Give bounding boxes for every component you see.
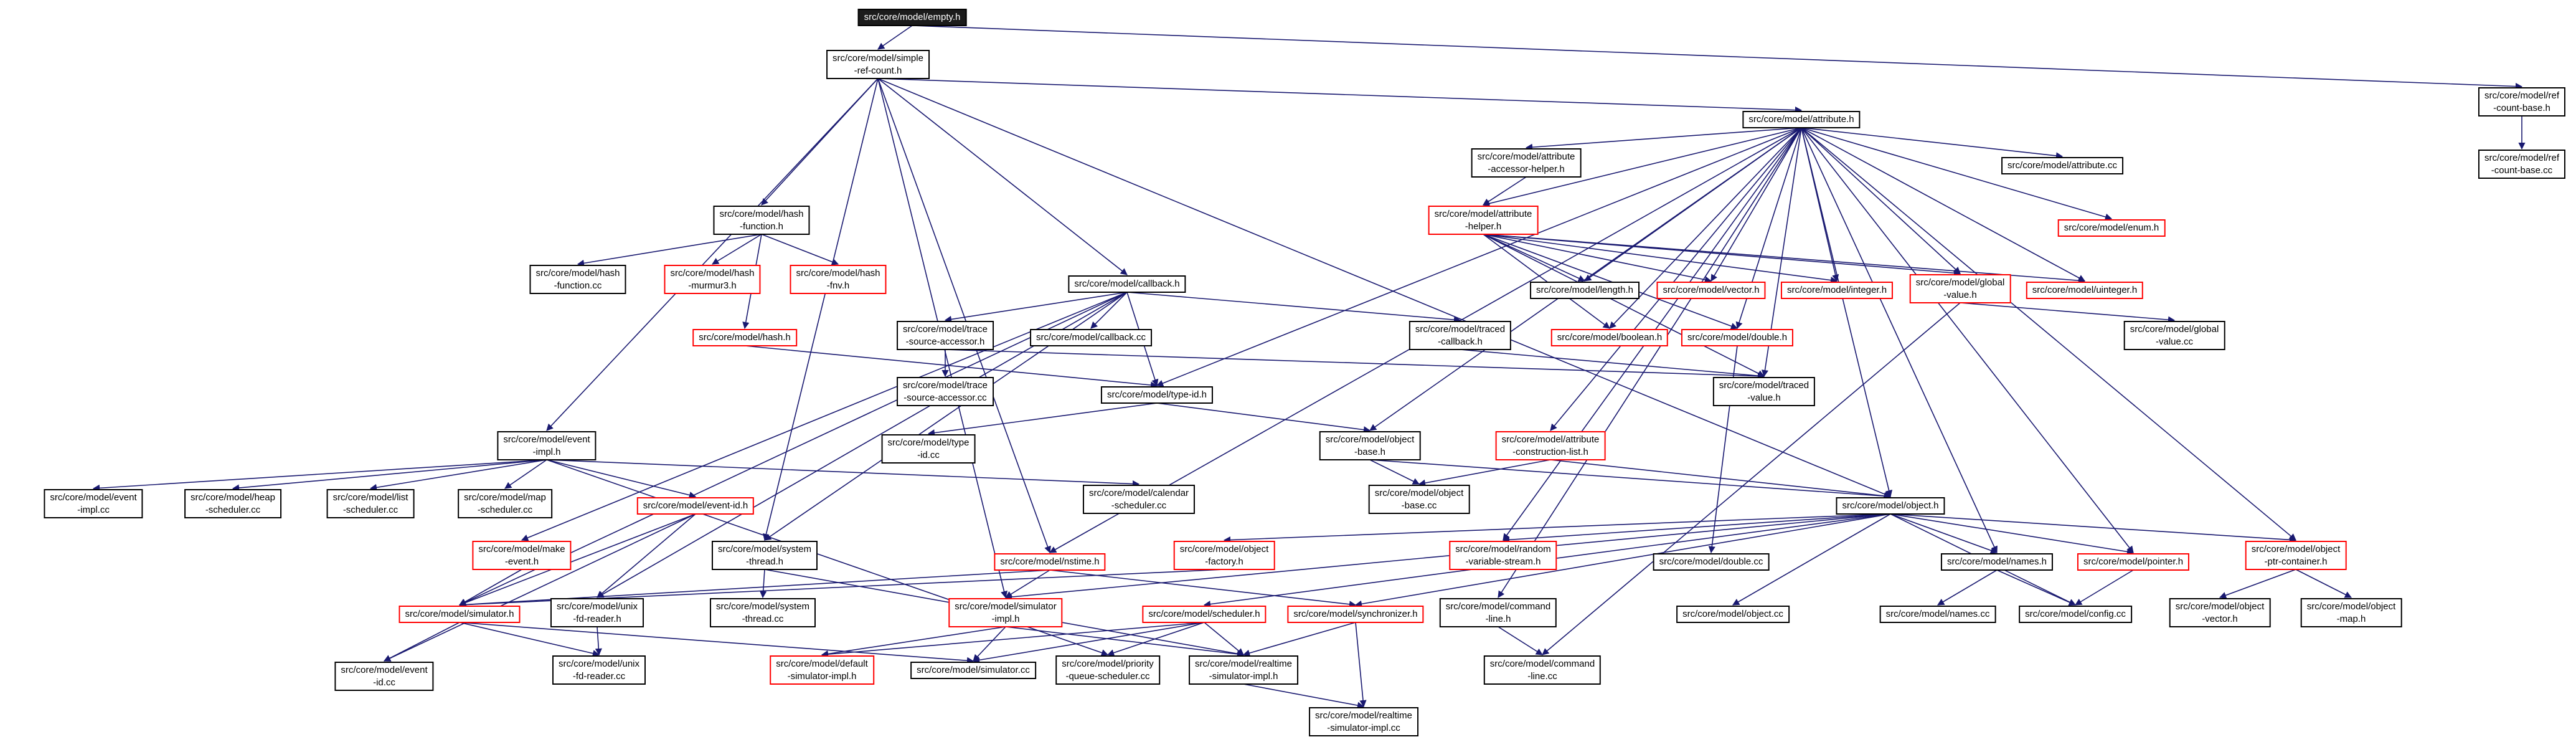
graph-node-synchronizer-h[interactable]: src/core/model/synchronizer.h: [1287, 606, 1424, 623]
graph-node-random-variable-stream-h[interactable]: src/core/model/random -variable-stream.h: [1449, 541, 1557, 570]
graph-node-callback-cc[interactable]: src/core/model/callback.cc: [1030, 329, 1152, 346]
graph-node-traced-callback-h[interactable]: src/core/model/traced -callback.h: [1408, 321, 1512, 350]
graph-node-callback-h[interactable]: src/core/model/callback.h: [1068, 275, 1186, 293]
graph-node-pointer-h[interactable]: src/core/model/pointer.h: [2077, 553, 2190, 571]
graph-node-attribute-accessor-helper-h[interactable]: src/core/model/attribute -accessor-helpe…: [1471, 148, 1582, 178]
graph-node-simulator-h[interactable]: src/core/model/simulator.h: [399, 606, 521, 623]
graph-node-vector-h[interactable]: src/core/model/vector.h: [1656, 282, 1766, 299]
graph-node-trace-source-accessor-h[interactable]: src/core/model/trace -source-accessor.h: [897, 321, 994, 350]
graph-node-type-id-h[interactable]: src/core/model/type-id.h: [1100, 386, 1214, 404]
graph-node-global-value-h[interactable]: src/core/model/global -value.h: [1909, 274, 2011, 303]
graph-node-command-line-cc[interactable]: src/core/model/command -line.cc: [1483, 655, 1602, 685]
graph-node-empty[interactable]: src/core/model/empty.h: [857, 9, 967, 26]
graph-node-ref-count-base-h[interactable]: src/core/model/ref -count-base.h: [2478, 87, 2566, 117]
graph-node-nstime-h[interactable]: src/core/model/nstime.h: [994, 553, 1106, 571]
graph-node-names-h[interactable]: src/core/model/names.h: [1940, 553, 2054, 571]
graph-node-double-cc[interactable]: src/core/model/double.cc: [1653, 553, 1770, 571]
graph-node-uinteger-h[interactable]: src/core/model/uinteger.h: [2026, 282, 2144, 299]
graph-node-event-id-cc[interactable]: src/core/model/event -id.cc: [334, 662, 434, 691]
graph-node-ref-count-base-cc[interactable]: src/core/model/ref -count-base.cc: [2478, 150, 2566, 179]
graph-node-object-cc[interactable]: src/core/model/object.cc: [1676, 606, 1790, 623]
graph-node-unix-fd-reader-cc[interactable]: src/core/model/unix -fd-reader.cc: [552, 655, 646, 685]
graph-node-hash-function-h[interactable]: src/core/model/hash -function.h: [713, 206, 810, 235]
graph-node-config-cc[interactable]: src/core/model/config.cc: [2019, 606, 2132, 623]
graph-node-object-map-h[interactable]: src/core/model/object -map.h: [2300, 598, 2402, 627]
graph-node-realtime-simulator-impl-h[interactable]: src/core/model/realtime -simulator-impl.…: [1189, 655, 1298, 685]
graph-node-double-h[interactable]: src/core/model/double.h: [1681, 329, 1794, 346]
graph-node-object-base-cc[interactable]: src/core/model/object -base.cc: [1368, 485, 1470, 514]
graph-node-hash-fnv-h[interactable]: src/core/model/hash -fnv.h: [790, 265, 887, 294]
graph-node-attribute-cc[interactable]: src/core/model/attribute.cc: [2001, 157, 2123, 174]
graph-node-attribute-helper-h[interactable]: src/core/model/attribute -helper.h: [1428, 206, 1539, 235]
graph-node-make-event-h[interactable]: src/core/model/make -event.h: [472, 541, 572, 570]
graph-node-event-id-h[interactable]: src/core/model/event-id.h: [636, 497, 755, 515]
graph-node-system-thread-h[interactable]: src/core/model/system -thread.h: [711, 541, 818, 570]
graph-node-system-thread-cc[interactable]: src/core/model/system -thread.cc: [709, 598, 816, 627]
graph-node-boolean-h[interactable]: src/core/model/boolean.h: [1550, 329, 1669, 346]
graph-node-hash-murmur3-h[interactable]: src/core/model/hash -murmur3.h: [664, 265, 761, 294]
graph-node-object-ptr-container-h[interactable]: src/core/model/object -ptr-container.h: [2245, 541, 2347, 570]
graph-node-simple-ref-count[interactable]: src/core/model/simple -ref-count.h: [826, 50, 930, 79]
graph-node-global-value-cc[interactable]: src/core/model/global -value.cc: [2123, 321, 2225, 350]
graph-node-object-vector-h[interactable]: src/core/model/object -vector.h: [2169, 598, 2271, 627]
graph-node-length-h[interactable]: src/core/model/length.h: [1530, 282, 1639, 299]
graph-node-enum-h[interactable]: src/core/model/enum.h: [2057, 219, 2166, 237]
graph-node-unix-fd-reader-h[interactable]: src/core/model/unix -fd-reader.h: [550, 598, 644, 627]
graph-node-list-scheduler-cc[interactable]: src/core/model/list -scheduler.cc: [326, 489, 415, 518]
graph-node-realtime-simulator-impl-cc[interactable]: src/core/model/realtime -simulator-impl.…: [1309, 707, 1418, 736]
graph-node-attribute-h[interactable]: src/core/model/attribute.h: [1742, 111, 1861, 128]
graph-node-object-base-h[interactable]: src/core/model/object -base.h: [1319, 431, 1421, 460]
graph-node-priority-queue-scheduler-cc[interactable]: src/core/model/priority -queue-scheduler…: [1055, 655, 1160, 685]
graph-node-default-simulator-impl-h[interactable]: src/core/model/default -simulator-impl.h: [770, 655, 874, 685]
graph-node-hash-function-cc[interactable]: src/core/model/hash -function.cc: [529, 265, 626, 294]
graph-node-object-h[interactable]: src/core/model/object.h: [1836, 497, 1945, 515]
graph-node-heap-scheduler-cc[interactable]: src/core/model/heap -scheduler.cc: [184, 489, 281, 518]
graph-node-calendar-scheduler-cc[interactable]: src/core/model/calendar -scheduler.cc: [1082, 485, 1196, 514]
graph-node-hash-h[interactable]: src/core/model/hash.h: [692, 329, 797, 346]
graph-node-integer-h[interactable]: src/core/model/integer.h: [1780, 282, 1894, 299]
graph-node-event-impl-cc[interactable]: src/core/model/event -impl.cc: [44, 489, 143, 518]
graph-node-attribute-construction-list-h[interactable]: src/core/model/attribute -construction-l…: [1495, 431, 1606, 460]
graph-node-object-factory-h[interactable]: src/core/model/object -factory.h: [1173, 541, 1275, 570]
graph-node-scheduler-h[interactable]: src/core/model/scheduler.h: [1142, 606, 1267, 623]
graph-node-trace-source-accessor-cc[interactable]: src/core/model/trace -source-accessor.cc: [897, 377, 994, 406]
graph-node-event-impl-h[interactable]: src/core/model/event -impl.h: [497, 431, 597, 460]
graph-node-traced-value-h[interactable]: src/core/model/traced -value.h: [1712, 377, 1816, 406]
graph-node-simulator-impl-h[interactable]: src/core/model/simulator -impl.h: [948, 598, 1063, 627]
graph-node-command-line-h[interactable]: src/core/model/command -line.h: [1439, 598, 1557, 627]
graph-node-simulator-cc[interactable]: src/core/model/simulator.cc: [910, 662, 1036, 679]
graph-node-names-cc[interactable]: src/core/model/names.cc: [1879, 606, 1996, 623]
graph-node-type-id-cc[interactable]: src/core/model/type -id.cc: [881, 434, 976, 464]
graph-node-map-scheduler-cc[interactable]: src/core/model/map -scheduler.cc: [458, 489, 552, 518]
